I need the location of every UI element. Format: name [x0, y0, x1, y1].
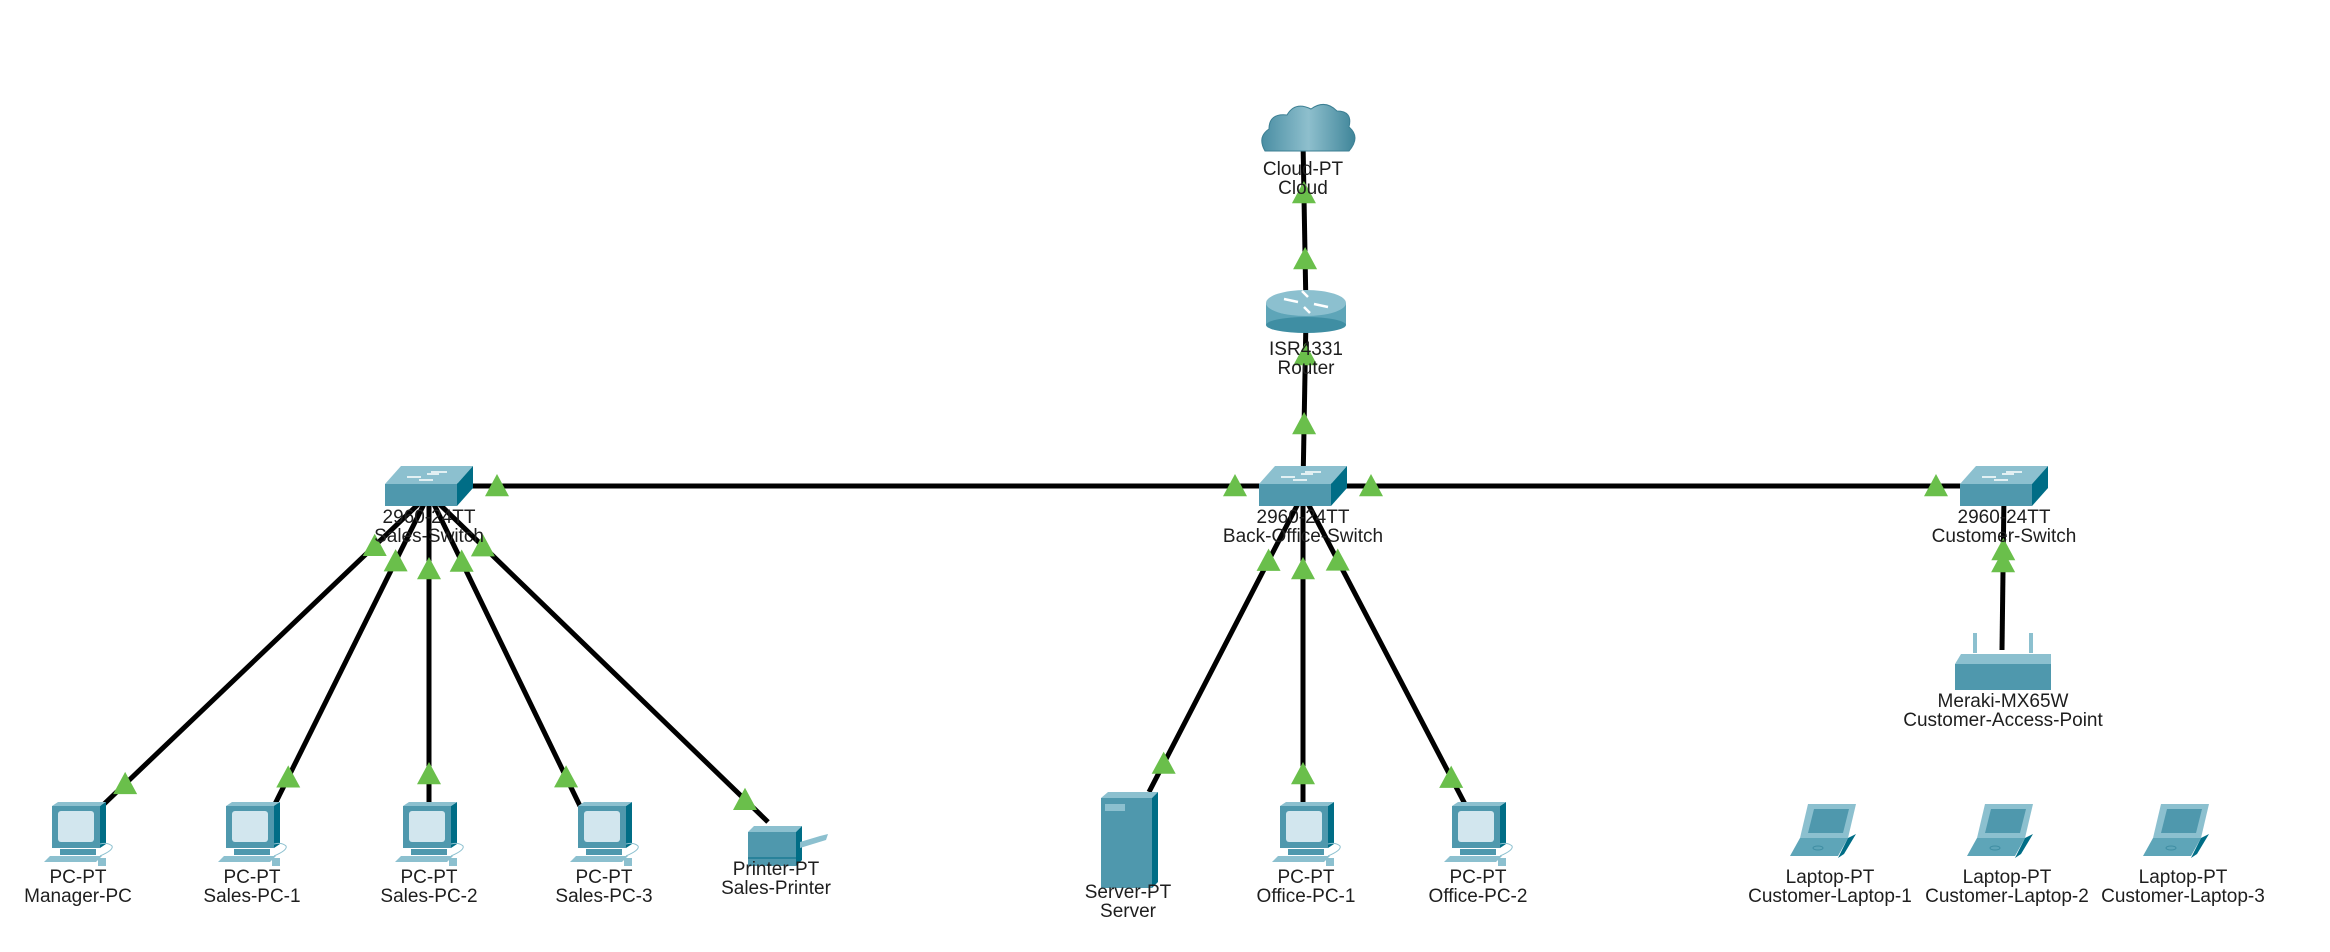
laptop-icon[interactable] — [1967, 804, 2033, 858]
device-model-label: Meraki-MX65W — [1937, 691, 2069, 712]
pc-icon[interactable] — [570, 802, 639, 866]
link-status-up-icon — [1924, 474, 1948, 497]
pc-icon[interactable] — [395, 802, 464, 866]
device-model-label: Cloud-PT — [1262, 159, 1344, 180]
link-status-up-icon — [1223, 474, 1247, 497]
link-back-office-switch-server[interactable] — [1146, 492, 1306, 794]
link-status-up-icon — [449, 549, 474, 572]
device-name-label: Sales-PC-3 — [555, 886, 653, 907]
link-status-up-icon — [485, 474, 509, 497]
link-back-office-switch-office-pc-2[interactable] — [1300, 492, 1469, 808]
pc-icon[interactable] — [44, 802, 113, 866]
link-status-up-icon — [1991, 550, 2016, 573]
link-status-up-icon — [113, 771, 138, 795]
device-model-label: 2960-24TT — [382, 507, 476, 528]
link-cloud-router[interactable] — [1300, 140, 1309, 310]
device-model-label: Laptop-PT — [1962, 867, 2052, 888]
device-name-label: Customer-Switch — [1931, 526, 2077, 547]
device-model-label: PC-PT — [1277, 867, 1335, 888]
device-name-label: Manager-PC — [24, 886, 132, 907]
link-status-up-icon — [417, 557, 441, 580]
device-model-label: ISR4331 — [1269, 339, 1343, 360]
device-name-label: Sales-PC-1 — [203, 886, 301, 907]
link-status-up-icon — [1291, 180, 1316, 204]
device-name-label: Sales-PC-2 — [380, 886, 478, 907]
pc-icon[interactable] — [218, 802, 287, 866]
device-name-label: Router — [1277, 358, 1335, 379]
link-status-up-icon — [470, 534, 495, 557]
laptop-icon[interactable] — [2143, 804, 2209, 858]
link-status-up-icon — [554, 765, 579, 788]
link-status-up-icon — [733, 787, 758, 810]
device-model-label: Printer-PT — [732, 859, 820, 880]
device-model-label: PC-PT — [575, 867, 633, 888]
switch-icon[interactable] — [385, 466, 473, 506]
switch-icon[interactable] — [1259, 466, 1347, 506]
device-name-label: Sales-Printer — [721, 878, 831, 899]
nodes-layer — [44, 104, 2209, 888]
link-status-up-icon — [1292, 412, 1317, 435]
device-model-label: Server-PT — [1084, 882, 1172, 903]
device-name-label: Customer-Laptop-2 — [1925, 886, 2089, 907]
link-status-up-icon — [362, 533, 387, 556]
wireless-router-icon[interactable] — [1955, 633, 2051, 690]
device-model-label: PC-PT — [223, 867, 281, 888]
link-status-up-icon — [276, 765, 301, 788]
link-status-up-icon — [1151, 751, 1176, 774]
device-name-label: Back-Office-Switch — [1222, 526, 1384, 547]
device-name-label: Customer-Laptop-1 — [1748, 886, 1912, 907]
device-model-label: 2960-24TT — [1957, 507, 2051, 528]
switch-icon[interactable] — [1960, 466, 2048, 506]
router-icon[interactable] — [1266, 290, 1346, 333]
link-status-up-icon — [1991, 537, 2016, 561]
device-model-label: 2960-24TT — [1256, 507, 1350, 528]
server-icon[interactable] — [1101, 792, 1158, 888]
device-name-label: Customer-Laptop-3 — [2101, 886, 2265, 907]
link-status-up-icon — [417, 762, 441, 785]
link-status-up-icon — [1293, 247, 1318, 270]
link-sales-switch-sales-pc-3[interactable] — [426, 492, 583, 808]
link-status-up-icon — [1325, 548, 1350, 571]
link-sales-switch-sales-pc-1[interactable] — [271, 492, 432, 808]
device-name-label: Office-PC-2 — [1428, 886, 1528, 907]
link-status-up-icon — [1291, 557, 1315, 580]
link-status-layer — [113, 180, 2016, 810]
device-name-label: Customer-Access-Point — [1903, 710, 2103, 731]
device-model-label: Laptop-PT — [1785, 867, 1875, 888]
device-model-label: PC-PT — [400, 867, 458, 888]
device-name-label: Cloud — [1278, 178, 1328, 199]
link-status-up-icon — [1256, 548, 1281, 571]
device-name-label: Sales-Switch — [374, 526, 484, 547]
link-status-up-icon — [1439, 765, 1464, 788]
device-model-label: PC-PT — [1449, 867, 1507, 888]
link-status-up-icon — [1293, 342, 1318, 366]
link-status-up-icon — [1359, 474, 1383, 497]
device-name-label: Office-PC-1 — [1256, 886, 1356, 907]
link-status-up-icon — [1291, 762, 1315, 785]
laptop-icon[interactable] — [1790, 804, 1856, 858]
device-model-label: Laptop-PT — [2138, 867, 2228, 888]
device-model-label: PC-PT — [49, 867, 107, 888]
link-status-up-icon — [383, 549, 408, 572]
printer-icon[interactable] — [748, 826, 828, 866]
pc-icon[interactable] — [1444, 802, 1513, 866]
pc-icon[interactable] — [1272, 802, 1341, 866]
device-name-label: Server — [1100, 901, 1156, 922]
cloud-icon[interactable] — [1261, 104, 1356, 152]
